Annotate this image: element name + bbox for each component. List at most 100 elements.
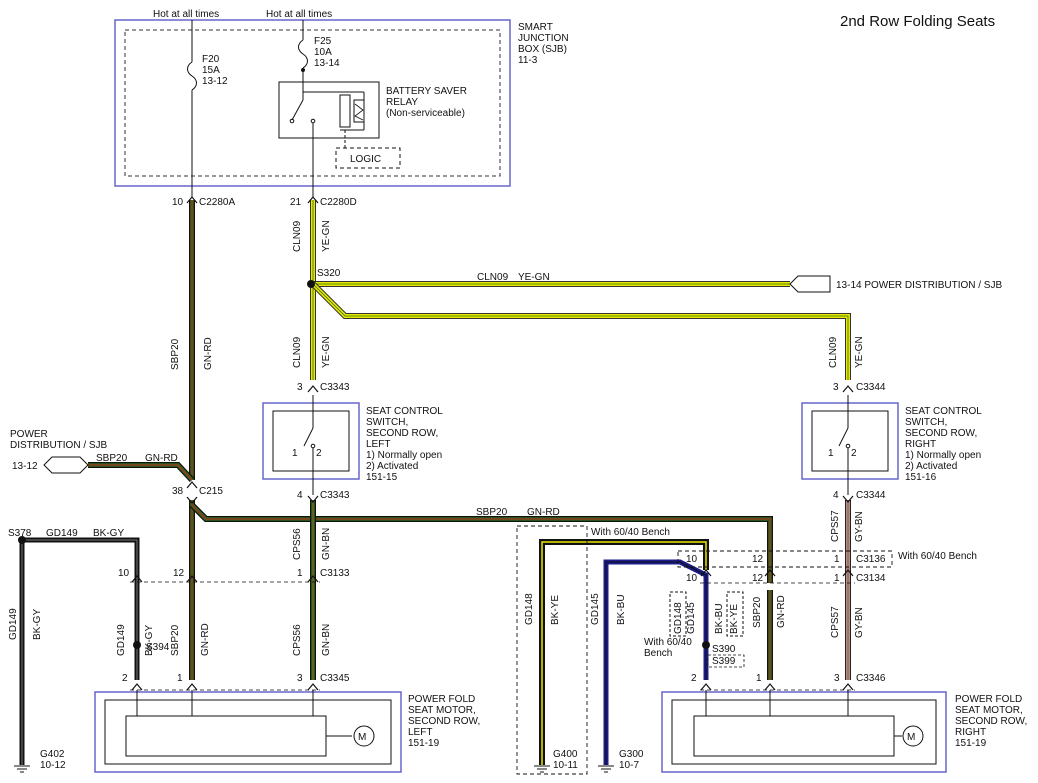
switch-left-label-5: 1) Normally open: [366, 450, 442, 461]
f25-ref: 13-14: [314, 58, 340, 69]
label-bkye: BK-YE: [550, 595, 561, 625]
motor-right-label-1: POWER FOLD: [955, 694, 1022, 705]
label-gd148: GD148: [524, 593, 535, 625]
switch-left-pin-2: 2: [316, 448, 322, 459]
power-dist-left-ref: 13-12: [12, 461, 38, 472]
g400-ref: 10-11: [553, 760, 578, 771]
label-bkgy-vertical: BK-GY: [144, 625, 155, 656]
label-cps57-lower: CPS57: [830, 606, 841, 638]
ground-g300: G300 10-7: [598, 749, 644, 773]
c3136-with-bench: With 60/40 Bench: [898, 551, 977, 562]
switch-left-label-6: 2) Activated: [366, 461, 418, 472]
splice-s394: [133, 641, 141, 649]
label-gybn-lower: GY-BN: [854, 607, 865, 638]
label-cln09-right: CLN09: [828, 336, 839, 368]
connector-c2280a: C2280A: [199, 197, 235, 208]
with-bench-mid-label-2: Bench: [644, 648, 672, 659]
motor-left-label-4: LEFT: [408, 727, 432, 738]
relay-label-3: (Non-serviceable): [386, 108, 465, 119]
motor-right-label-2: SEAT MOTOR,: [955, 705, 1023, 716]
switch-right-label-2: SWITCH,: [905, 417, 947, 428]
motor-right-label-4: RIGHT: [955, 727, 986, 738]
f20-rating: 15A: [202, 65, 220, 76]
pin-c3344-top: 3: [833, 382, 839, 393]
motor-right-symbol: [902, 725, 924, 747]
connector-c3133: C3133: [320, 568, 350, 579]
g402-ref: 10-12: [40, 760, 66, 771]
relay-label-2: RELAY: [386, 97, 418, 108]
switch-right-label-7: 151-16: [905, 472, 937, 483]
splice-s390: [702, 641, 710, 649]
pin-c3136-10: 10: [686, 554, 698, 565]
sjb-label-3: BOX (SJB): [518, 44, 567, 55]
bench-option-region: [516, 525, 588, 775]
connector-c3134: C3134: [856, 573, 886, 584]
power-dist-left-label-2: DISTRIBUTION / SJB: [10, 440, 108, 451]
connector-c3343-bottom: C3343: [320, 490, 350, 501]
power-dist-left-connector: POWER DISTRIBUTION / SJB 13-12: [10, 429, 108, 474]
motor-right-label-3: SECOND ROW,: [955, 716, 1027, 727]
label-gnrd-right: GN-RD: [776, 595, 787, 628]
g300-label: G300: [619, 749, 644, 760]
pin-c215: 38: [172, 486, 184, 497]
pin-c3345-2: 2: [122, 673, 128, 684]
f20-label: F20: [202, 54, 220, 65]
wire-sbp20-lower: [189, 500, 773, 680]
motor-right-m: M: [907, 732, 915, 743]
g400-label: G400: [553, 749, 578, 760]
label-sbp20-left: SBP20: [96, 453, 128, 464]
motor-left-label-2: SEAT MOTOR,: [408, 705, 476, 716]
label-cln09-upper: CLN09: [292, 220, 303, 252]
smart-junction-box: SMART JUNCTION BOX (SJB) 11-3: [114, 19, 569, 187]
c215-arrow-down: [186, 496, 198, 504]
pin-c3136-1: 1: [834, 554, 840, 565]
label-sbp20-lower: SBP20: [170, 624, 181, 656]
switch-left-label-2: SWITCH,: [366, 417, 408, 428]
pin-c3133-10: 10: [118, 568, 130, 579]
connector-c215: C215: [199, 486, 223, 497]
diagram-title: 2nd Row Folding Seats: [840, 13, 995, 30]
connector-c3344-bottom: C3344: [856, 490, 886, 501]
pin-c3344-bottom: 4: [833, 490, 839, 501]
connector-c3343-top: C3343: [320, 382, 350, 393]
switch-right-label-6: 2) Activated: [905, 461, 957, 472]
sjb-label-4: 11-3: [518, 55, 538, 66]
pin-c3345-3: 3: [297, 673, 303, 684]
motor-left-m: M: [358, 732, 366, 743]
power-dist-right-label: 13-14 POWER DISTRIBUTION / SJB: [836, 280, 1002, 291]
label-sbp20-main: SBP20: [170, 338, 181, 370]
label-gd145-small: GD145: [686, 602, 697, 634]
fuse-f20: F20 15A 13-12: [187, 20, 228, 197]
switch-left-label-4: LEFT: [366, 439, 390, 450]
label-gnrd-main: GN-RD: [203, 337, 214, 370]
ground-g402: G402 10-12: [14, 749, 66, 773]
with-bench-mid-label-1: With 60/40: [644, 637, 692, 648]
label-cps57-upper: CPS57: [830, 510, 841, 542]
label-cln09-horizontal: CLN09: [477, 272, 509, 283]
switch-right-pin-1: 1: [828, 448, 834, 459]
motor-left-label-5: 151-19: [408, 738, 440, 749]
label-gybn-upper: GY-BN: [854, 511, 865, 542]
label-bkbu: BK-BU: [616, 594, 627, 625]
power-dist-right-connector: 13-14 POWER DISTRIBUTION / SJB: [789, 275, 1002, 293]
switch-right-label-1: SEAT CONTROL: [905, 406, 982, 417]
motor-right-label-5: 151-19: [955, 738, 987, 749]
sjb-label-2: JUNCTION: [518, 33, 569, 44]
label-yegn-horizontal: YE-GN: [518, 272, 550, 283]
label-bkbu-small: BK-BU: [714, 603, 725, 634]
label-gd149-ground: GD149: [8, 608, 19, 640]
motor-left-label-1: POWER FOLD: [408, 694, 475, 705]
label-cps56-upper: CPS56: [292, 528, 303, 560]
pin-c3343-bottom: 4: [297, 490, 303, 501]
pin-c3134-12: 12: [752, 573, 764, 584]
g402-label: G402: [40, 749, 65, 760]
label-sbp20-right: SBP20: [752, 596, 763, 628]
connector-arrows: [131, 196, 854, 691]
pin-c3134-1: 1: [834, 573, 840, 584]
ground-g400: G400 10-11: [534, 749, 578, 773]
seat-motor-left: M POWER FOLD SEAT MOTOR, SECOND ROW, LEF…: [94, 690, 480, 773]
label-gnrd-horizontal: GN-RD: [527, 507, 560, 518]
splice-s399-label: S399: [712, 656, 736, 667]
switch-left-label-1: SEAT CONTROL: [366, 406, 443, 417]
